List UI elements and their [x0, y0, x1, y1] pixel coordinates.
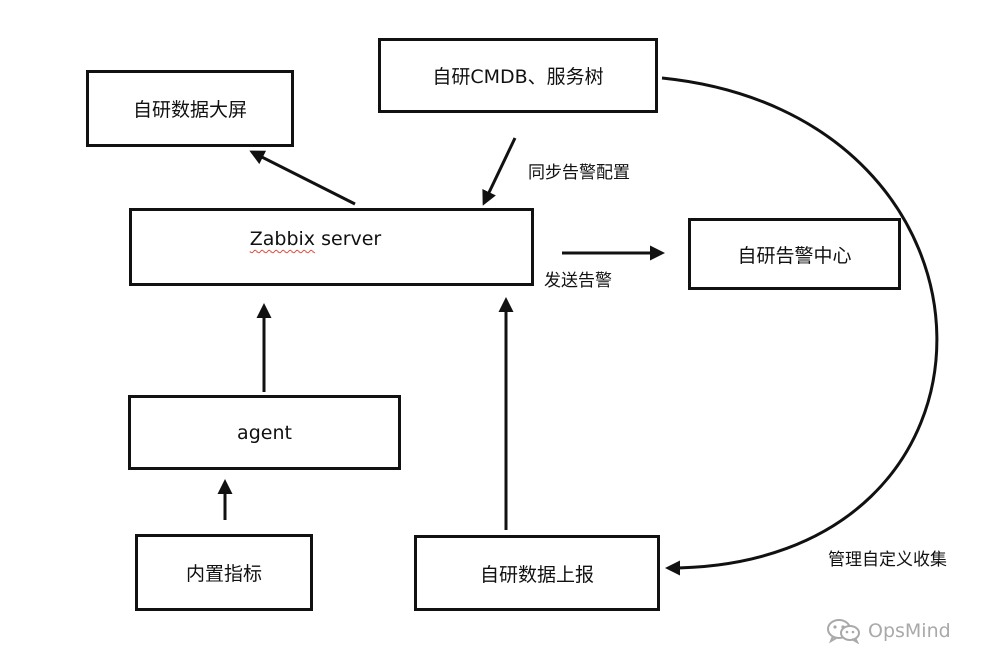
edge-cmdb-to-report-curve	[661, 76, 939, 576]
node-cmdb-label: 自研CMDB、服务树	[432, 66, 604, 88]
node-alert-center: 自研告警中心	[688, 218, 901, 290]
node-builtin-metrics-label: 内置指标	[185, 563, 262, 585]
edge-zabbix-to-bigscreen	[249, 150, 356, 206]
node-zabbix-server: Zabbix server	[129, 208, 534, 286]
node-zabbix-word: Zabbix	[249, 228, 316, 250]
node-alert-center-label: 自研告警中心	[737, 244, 852, 267]
node-builtin-metrics: 内置指标	[135, 534, 313, 611]
label-send-alert: 发送告警	[544, 271, 612, 291]
label-sync-alert-config: 同步告警配置	[528, 163, 630, 183]
node-agent: agent	[128, 395, 401, 470]
watermark-text: OpsMind	[868, 620, 951, 642]
edge-cmdb-to-zabbix	[482, 137, 517, 206]
node-data-report-label: 自研数据上报	[479, 563, 594, 586]
watermark: OpsMind	[826, 618, 951, 644]
node-agent-label: agent	[237, 421, 292, 444]
node-bigscreen-label: 自研数据大屏	[132, 99, 247, 121]
node-cmdb-service-tree: 自研CMDB、服务树	[378, 38, 658, 113]
node-zabbix-label: Zabbix server	[250, 228, 390, 254]
node-data-report: 自研数据上报	[414, 535, 660, 611]
label-custom-collection: 管理自定义收集	[828, 550, 947, 570]
wechat-icon	[827, 619, 860, 644]
node-data-bigscreen: 自研数据大屏	[86, 70, 294, 147]
node-zabbix-rest: server	[315, 228, 382, 250]
